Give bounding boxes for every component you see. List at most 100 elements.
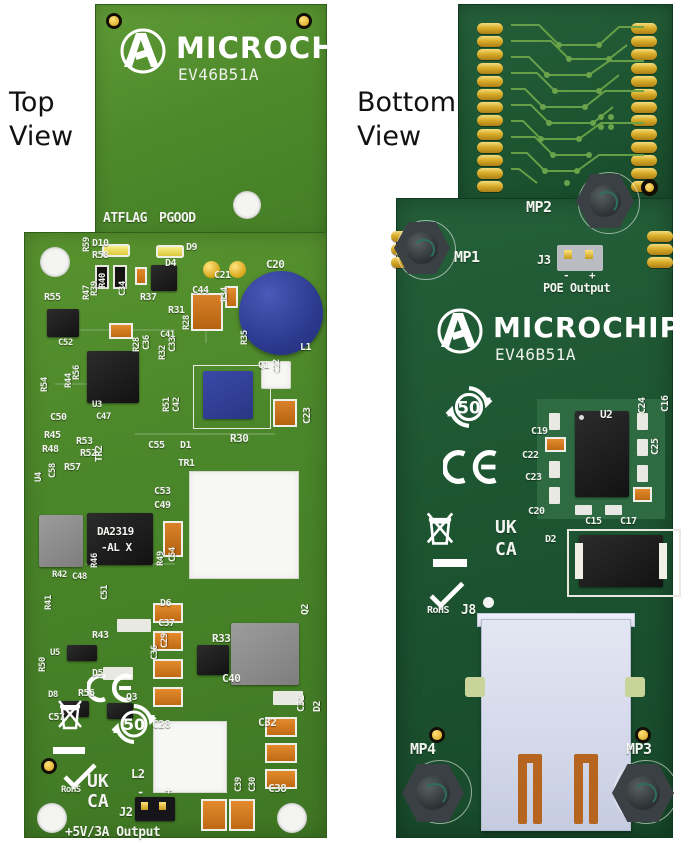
- silk-ref-r51: R51: [162, 397, 172, 412]
- bottom-part-number: EV46B51A: [495, 345, 577, 364]
- ic-marking-line1: DA2319: [97, 525, 134, 538]
- silk-ref-d5: D5: [92, 668, 104, 679]
- connector-j3[interactable]: [557, 245, 603, 271]
- silk-ref-c47: C47: [96, 412, 111, 422]
- silk-j3-plus: +: [589, 269, 596, 282]
- microchip-logo-icon: [120, 28, 166, 74]
- ce-mark-icon: [443, 450, 497, 484]
- capacitor-c23: [275, 401, 295, 425]
- pad: [203, 261, 220, 278]
- edge-pad: [631, 23, 657, 34]
- silk-ref-c38: C38: [268, 782, 287, 795]
- capacitor-c19: [549, 413, 560, 430]
- diode-smd: [273, 691, 303, 705]
- silk-ref-c30: C30: [248, 777, 258, 792]
- ukca-line1: UK: [87, 771, 109, 792]
- edge-pad: [647, 244, 673, 256]
- silk-ref-r30: R30: [230, 432, 249, 445]
- pin1-dot: [579, 415, 584, 420]
- capacitor-c25: [637, 465, 648, 482]
- edge-pad: [477, 155, 503, 166]
- china-rohs-50-icon: 50: [111, 704, 157, 744]
- top-view-label: Top View: [9, 87, 74, 152]
- edge-pad: [631, 128, 657, 140]
- inductor-l2: [153, 721, 227, 793]
- silk-ref-c24: C24: [637, 397, 648, 414]
- capacitor-c16: [637, 439, 648, 456]
- pcb-traces: [511, 24, 644, 194]
- ic-u4: [39, 515, 83, 567]
- rohs-text: RoHS: [61, 785, 81, 795]
- ic-r33: [197, 645, 229, 675]
- silk-ref-r28b: R28: [132, 337, 142, 352]
- edge-pad: [631, 155, 657, 166]
- top-brand-wordmark: MICROCHIP: [176, 31, 371, 65]
- silk-ref-r43: R43: [92, 630, 109, 641]
- edge-pad: [631, 141, 657, 153]
- silk-ref-r44: R44: [64, 373, 74, 388]
- silk-j8: J8: [461, 603, 476, 618]
- connector-j8-rj45[interactable]: [481, 619, 631, 831]
- silk-ref-r56b: R56: [78, 688, 95, 699]
- capacitor: [137, 269, 145, 283]
- silk-ref-r41: R41: [44, 595, 54, 610]
- silk-atflag: ATFLAG: [103, 211, 147, 226]
- bottom-brand-wordmark: MICROCHIP: [493, 311, 682, 344]
- silk-ref-r28: R28: [182, 315, 192, 330]
- edge-pad: [477, 49, 503, 61]
- silk-ref-r50: R50: [38, 657, 48, 672]
- silk-ref-c36b: C36: [150, 645, 160, 660]
- silk-j2-plus: +: [165, 783, 172, 797]
- via-top-right: [296, 13, 312, 29]
- silk-bar: [53, 747, 85, 754]
- edge-pad: [631, 36, 657, 48]
- silk-outline-d2: [567, 529, 681, 597]
- connector-j2[interactable]: [135, 797, 175, 821]
- edge-pad: [631, 168, 657, 180]
- silk-ref-r49: R49: [156, 551, 166, 566]
- silk-ref-c39: C39: [234, 777, 244, 792]
- ic-blue-module: [203, 371, 253, 419]
- capacitor-c22: [547, 439, 564, 450]
- ic-u2: [575, 411, 629, 497]
- pad: [229, 261, 246, 278]
- edge-pad: [477, 89, 503, 100]
- silk-ref-r48: R48: [42, 444, 59, 455]
- mounting-hole-top: [233, 191, 261, 219]
- top-board-lower-section: DA2319 -AL X: [24, 211, 327, 840]
- standoff-mp3: [612, 764, 674, 822]
- via: [641, 179, 658, 196]
- silk-ref-r57: R57: [64, 462, 81, 473]
- silk-ref-c32: C32: [258, 716, 277, 729]
- silk-ref-c50: C50: [50, 412, 67, 423]
- led-d10: [104, 246, 128, 255]
- trace: [55, 383, 115, 385]
- capacitor-c20: [239, 271, 323, 355]
- silk-ref-c25: C25: [650, 438, 661, 455]
- via-top-left: [106, 13, 122, 29]
- capacitor-c24: [637, 413, 648, 430]
- capacitor: [267, 771, 295, 787]
- capacitor-c34: [111, 325, 131, 337]
- weee-bin-icon: [58, 700, 82, 730]
- edge-pad: [631, 62, 657, 74]
- silk-ref-q2: Q2: [300, 603, 311, 615]
- silk-pgood: PGOOD: [159, 211, 196, 226]
- silk-ref-r54: R54: [40, 377, 50, 392]
- standoff-mp4: [402, 764, 464, 822]
- mounting-hole-bl: [37, 803, 67, 833]
- svg-text:50: 50: [457, 398, 480, 417]
- rj45-tab: [465, 677, 485, 697]
- silk-ref-c22: C22: [272, 359, 282, 374]
- via-mp3: [635, 727, 651, 743]
- silk-ref-d1: D1: [180, 440, 192, 451]
- silk-j2-minus: -: [137, 785, 144, 799]
- silk-ref-tr1: TR1: [178, 458, 195, 469]
- silk-mp4: MP4: [410, 740, 436, 758]
- silk-ref-r31: R31: [168, 305, 185, 316]
- silk-ref-c16: C16: [660, 395, 671, 412]
- ic-marking-line2: -AL X: [101, 541, 132, 554]
- capacitor-c15: [575, 505, 592, 515]
- mounting-hole-tl: [40, 247, 70, 277]
- resistor: [97, 267, 107, 287]
